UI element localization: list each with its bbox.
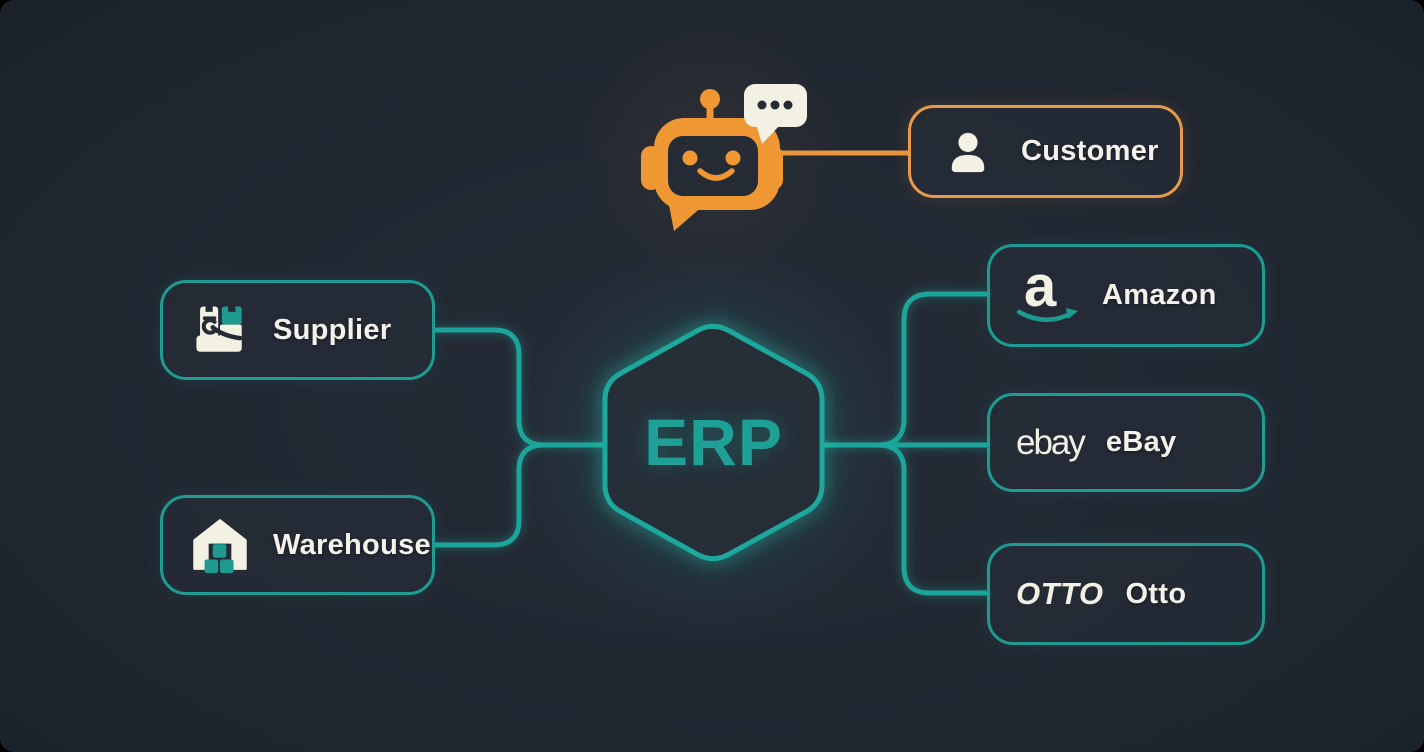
node-label: Warehouse xyxy=(273,528,431,561)
erp-hexagon xyxy=(602,323,825,562)
warehouse-icon xyxy=(189,516,251,574)
amazon-a-glyph: a xyxy=(1024,253,1057,319)
node-otto: OTTO Otto xyxy=(987,543,1265,645)
node-label: Customer xyxy=(1021,135,1159,167)
node-label: eBay xyxy=(1105,426,1177,458)
node-label: Supplier xyxy=(273,313,392,346)
node-customer: Customer xyxy=(908,105,1183,198)
forklift-icon xyxy=(189,300,251,360)
edge-erp-supplier xyxy=(432,327,609,448)
chatbot-icon xyxy=(641,89,783,231)
amazon-smile-icon xyxy=(1016,307,1078,322)
ebay-logo: ebay xyxy=(1016,422,1086,462)
node-label: Amazon xyxy=(1102,279,1217,311)
erp-label: ERP xyxy=(644,405,783,479)
edge-erp-otto xyxy=(875,442,991,596)
node-label: Otto xyxy=(1125,577,1187,610)
edge-erp-amazon xyxy=(867,291,991,448)
node-warehouse: Warehouse xyxy=(160,495,435,595)
edge-erp-warehouse xyxy=(432,442,547,548)
person-icon xyxy=(937,129,999,175)
otto-logo: OTTO xyxy=(1016,576,1104,611)
node-supplier: Supplier xyxy=(160,280,435,380)
node-ebay: ebay eBay xyxy=(987,393,1265,492)
typing-dots-icon xyxy=(744,84,807,144)
node-amazon: a Amazon xyxy=(987,244,1265,347)
amazon-logo: a xyxy=(1016,254,1080,329)
